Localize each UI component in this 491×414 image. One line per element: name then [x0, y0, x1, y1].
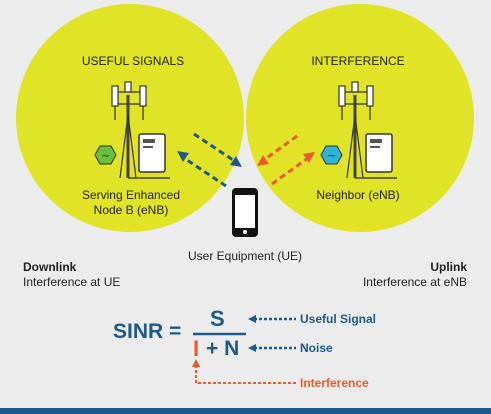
neighbor-enb-tower-icon	[338, 81, 397, 179]
downlink-signal-arrows	[177, 132, 242, 188]
user-equipment-phone-icon	[232, 188, 258, 237]
interference-label: Interference	[300, 376, 369, 390]
green-waveform-hex-icon: ~	[94, 145, 117, 165]
uplink-interference-arrows	[257, 134, 315, 186]
serving-enb-label-line1: Serving Enhanced	[81, 188, 181, 202]
useful-signal-pointer	[248, 315, 296, 323]
uplink-title: Uplink	[430, 260, 467, 274]
neighbor-cabinet-icon	[365, 133, 393, 173]
useful-signals-title: USEFUL SIGNALS	[81, 54, 185, 68]
sinr-label: SINR =	[113, 320, 182, 343]
useful-signal-label: Useful Signal	[300, 312, 377, 326]
serving-enb-label-line2: Node B (eNB)	[93, 203, 169, 217]
noise-label: Noise	[300, 341, 333, 355]
user-equipment-label: User Equipment (UE)	[187, 249, 303, 263]
useful-signals-circle	[16, 4, 244, 232]
downlink-title: Downlink	[23, 260, 77, 274]
noise-pointer	[248, 344, 296, 352]
interference-circle	[246, 4, 474, 232]
downlink-description: Interference at UE	[23, 275, 121, 289]
denominator-interference: I	[193, 336, 200, 361]
svg-text:~: ~	[101, 149, 110, 162]
uplink-description: Interference at eNB	[362, 275, 467, 289]
interference-pointer	[192, 359, 296, 384]
numerator-signal: S	[210, 306, 225, 331]
cyan-waveform-hex-icon: ~	[320, 145, 343, 165]
denominator-noise: + N	[206, 337, 240, 360]
svg-text:~: ~	[327, 149, 336, 162]
serving-enb-tower-icon	[111, 81, 170, 179]
interference-title: INTERFERENCE	[311, 54, 405, 68]
bottom-accent-bar	[0, 408, 491, 414]
enb-cabinet-icon	[138, 133, 166, 173]
neighbor-enb-label: Neighbor (eNB)	[316, 188, 400, 202]
